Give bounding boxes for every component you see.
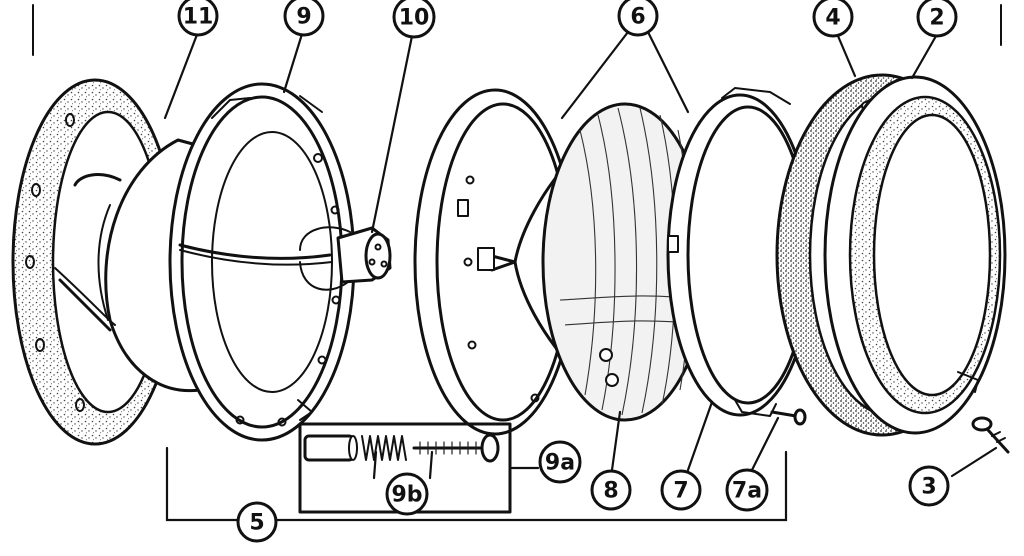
callout-9: 9 xyxy=(283,0,325,37)
svg-text:7: 7 xyxy=(673,479,688,504)
svg-text:7a: 7a xyxy=(732,479,762,504)
part-2-outer-rim xyxy=(823,75,1007,435)
part-10-bulb-connector xyxy=(336,226,392,284)
callout-9a: 9a xyxy=(538,440,582,484)
svg-text:6: 6 xyxy=(630,5,645,30)
svg-text:5: 5 xyxy=(249,511,264,536)
part-9a-inset-box xyxy=(298,422,512,514)
wiring-harness xyxy=(54,173,351,332)
part-5-group-bracket xyxy=(165,446,788,522)
part-7-retaining-ring xyxy=(666,87,814,417)
svg-text:9b: 9b xyxy=(391,483,422,508)
callout-9b: 9b xyxy=(385,472,429,516)
svg-text:2: 2 xyxy=(929,6,944,31)
svg-text:10: 10 xyxy=(399,6,430,31)
part-3-rim-screw xyxy=(971,416,1010,454)
callout-7a: 7a xyxy=(725,468,769,512)
part-8-light-unit xyxy=(477,102,709,422)
callout-2: 2 xyxy=(916,0,958,38)
svg-text:9: 9 xyxy=(296,5,311,30)
frame-marks xyxy=(32,4,1002,56)
callout-11: 11 xyxy=(177,0,219,37)
svg-text:11: 11 xyxy=(183,5,214,30)
callout-5: 5 xyxy=(236,501,278,543)
callout-6: 6 xyxy=(617,0,659,37)
part-9b-spring-and-nut xyxy=(303,433,500,463)
callout-10: 10 xyxy=(392,0,436,39)
svg-text:3: 3 xyxy=(921,475,936,500)
leader-lines xyxy=(163,30,998,480)
callout-7: 7 xyxy=(660,469,702,511)
part-7a-screw xyxy=(770,408,807,426)
svg-text:4: 4 xyxy=(825,6,840,31)
callout-3: 3 xyxy=(908,465,950,507)
svg-text:9a: 9a xyxy=(545,451,575,476)
callout-4: 4 xyxy=(812,0,854,38)
callout-8: 8 xyxy=(590,469,632,511)
svg-text:8: 8 xyxy=(603,479,618,504)
